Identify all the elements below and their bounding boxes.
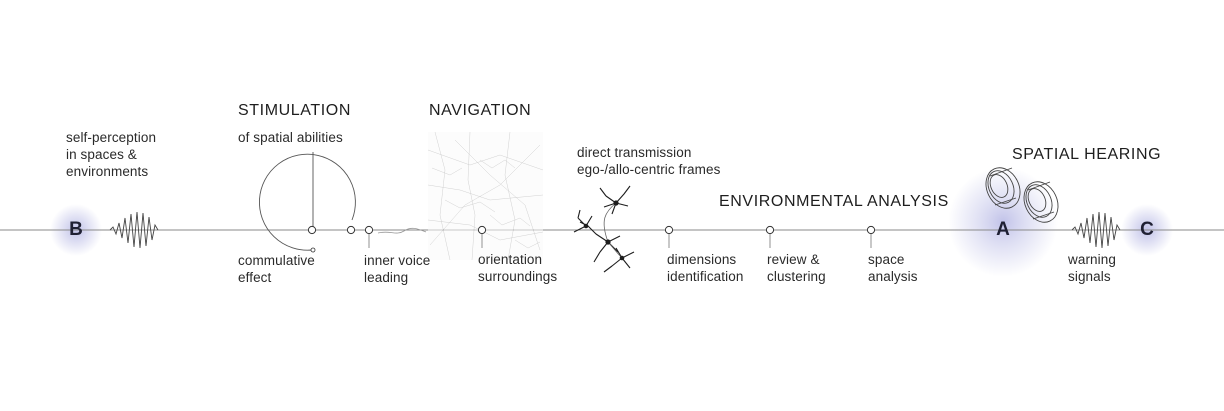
label-space-analysis: space analysis bbox=[868, 252, 918, 284]
speaker-icon-2 bbox=[1023, 181, 1059, 223]
label-direct-transmission: direct transmission ego-/allo-centric fr… bbox=[577, 145, 721, 177]
inner-voice-node bbox=[364, 225, 374, 235]
commulative-end-dot bbox=[310, 247, 316, 253]
review-node bbox=[765, 225, 775, 235]
heading-stimulation: STIMULATION bbox=[238, 102, 351, 119]
commulative-node bbox=[346, 225, 356, 235]
heading-navigation: NAVIGATION bbox=[429, 102, 532, 119]
spatial-abilities-node bbox=[307, 225, 317, 235]
label-warning-signals: warning signals bbox=[1068, 252, 1116, 284]
stimulation-circle bbox=[258, 152, 356, 253]
dimensions-node bbox=[664, 225, 674, 235]
label-inner-voice: inner voice leading bbox=[364, 253, 431, 285]
voice-squiggle bbox=[377, 227, 427, 234]
label-dimensions: dimensions identification bbox=[667, 252, 744, 284]
sound-wave-icon-right bbox=[1071, 211, 1121, 249]
speaker-icon-1 bbox=[985, 167, 1021, 209]
label-review: review & clustering bbox=[767, 252, 826, 284]
city-map-icon bbox=[427, 131, 544, 261]
heading-environmental-analysis: ENVIRONMENTAL ANALYSIS bbox=[719, 193, 949, 210]
marker-b: B bbox=[69, 219, 83, 240]
label-orientation: orientation surroundings bbox=[478, 252, 558, 284]
orientation-node bbox=[477, 225, 487, 235]
a-glow bbox=[948, 167, 1058, 277]
label-self-perception: self-perception in spaces & environments bbox=[66, 130, 157, 179]
marker-a: A bbox=[996, 219, 1010, 240]
space-analysis-node bbox=[866, 225, 876, 235]
marker-c: C bbox=[1140, 219, 1154, 240]
heading-spatial-hearing: SPATIAL HEARING bbox=[1012, 146, 1162, 163]
label-commulative-effect: commulative effect bbox=[238, 253, 315, 285]
neuron-icon bbox=[573, 185, 635, 273]
label-spatial-abilities: of spatial abilities bbox=[238, 130, 343, 145]
sound-wave-icon-left bbox=[109, 211, 159, 249]
